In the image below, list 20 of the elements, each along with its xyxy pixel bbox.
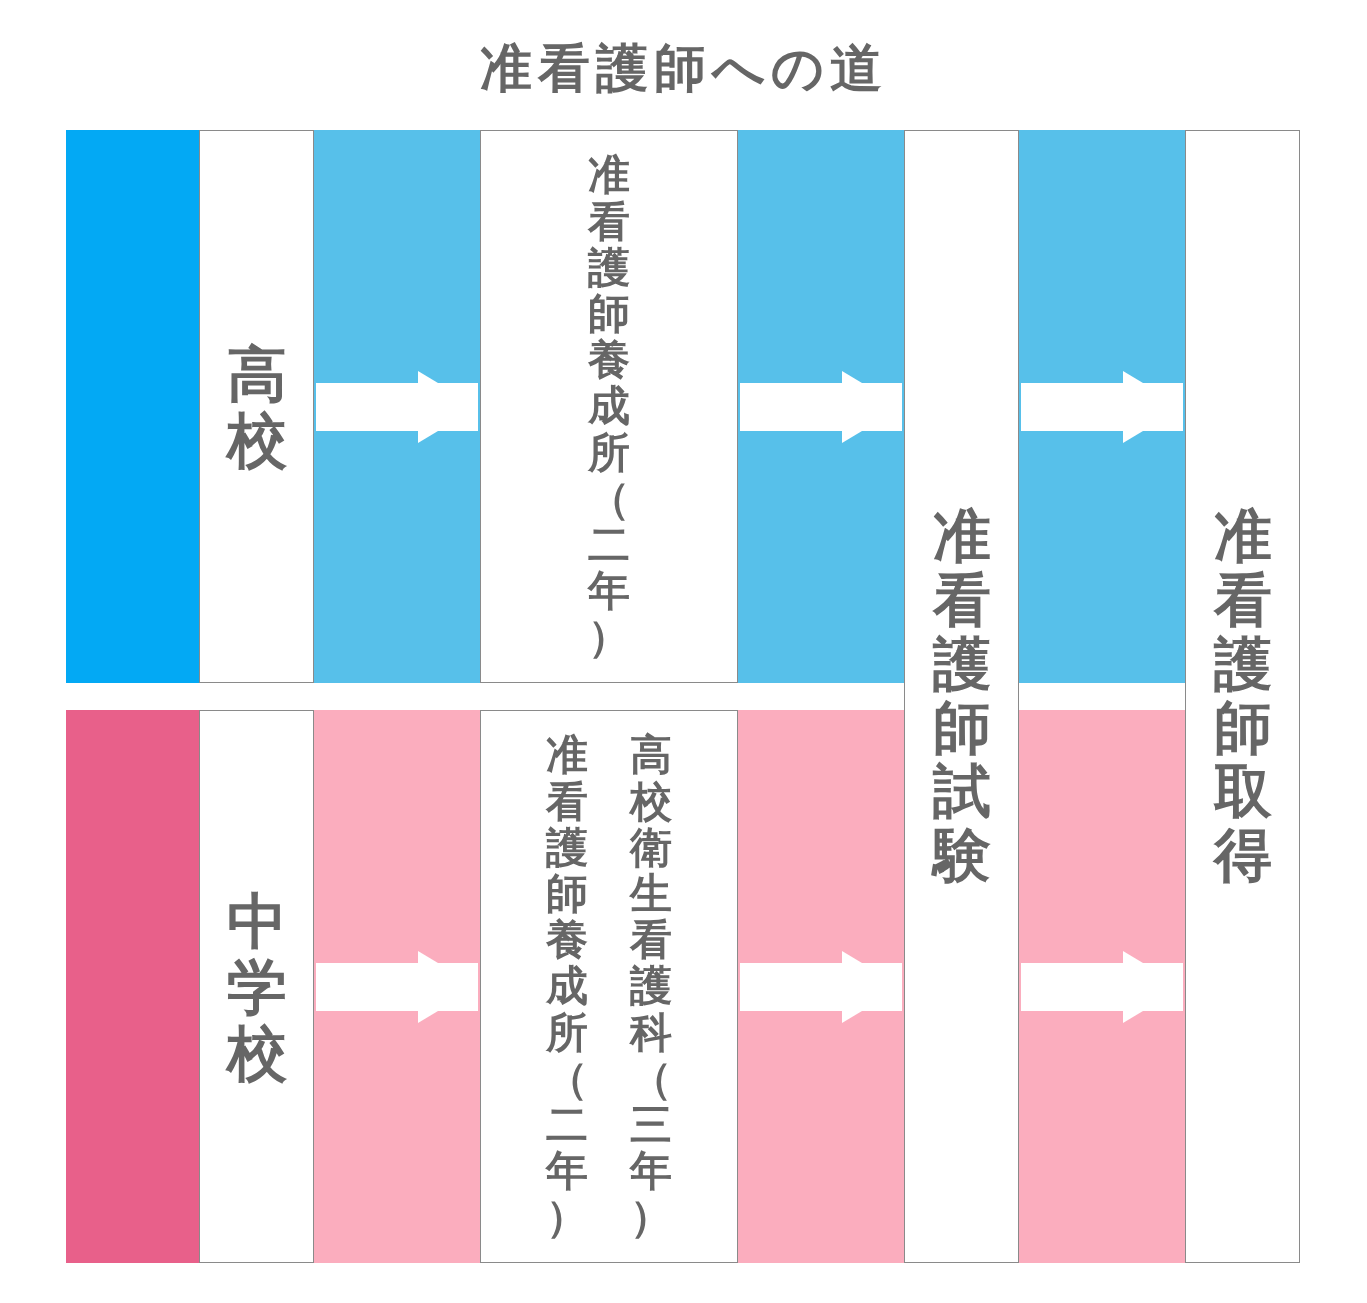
step-box [199, 710, 314, 1263]
step-box [199, 130, 314, 683]
vertical-label: 准看護師養成所（二年） [588, 152, 630, 661]
vertical-label: 高校衛生看護科（三年） [630, 732, 672, 1241]
step-box [904, 130, 1019, 1263]
arrow [316, 371, 478, 443]
vertical-label: 中学校 [226, 887, 287, 1086]
arrow [1021, 371, 1183, 443]
arrow [740, 951, 902, 1023]
vertical-label: 准看護師取得 [1213, 505, 1272, 888]
vertical-label: 高校 [226, 340, 287, 473]
step-box [1185, 130, 1300, 1263]
arrow [316, 951, 478, 1023]
step-box [480, 130, 738, 683]
vertical-label: 准看護師試験 [932, 505, 991, 888]
step-box [480, 710, 738, 1263]
arrow [1021, 951, 1183, 1023]
vertical-label: 准看護師養成所（二年） [546, 732, 588, 1241]
arrow [740, 371, 902, 443]
title: 准看護師への道 [478, 37, 889, 100]
